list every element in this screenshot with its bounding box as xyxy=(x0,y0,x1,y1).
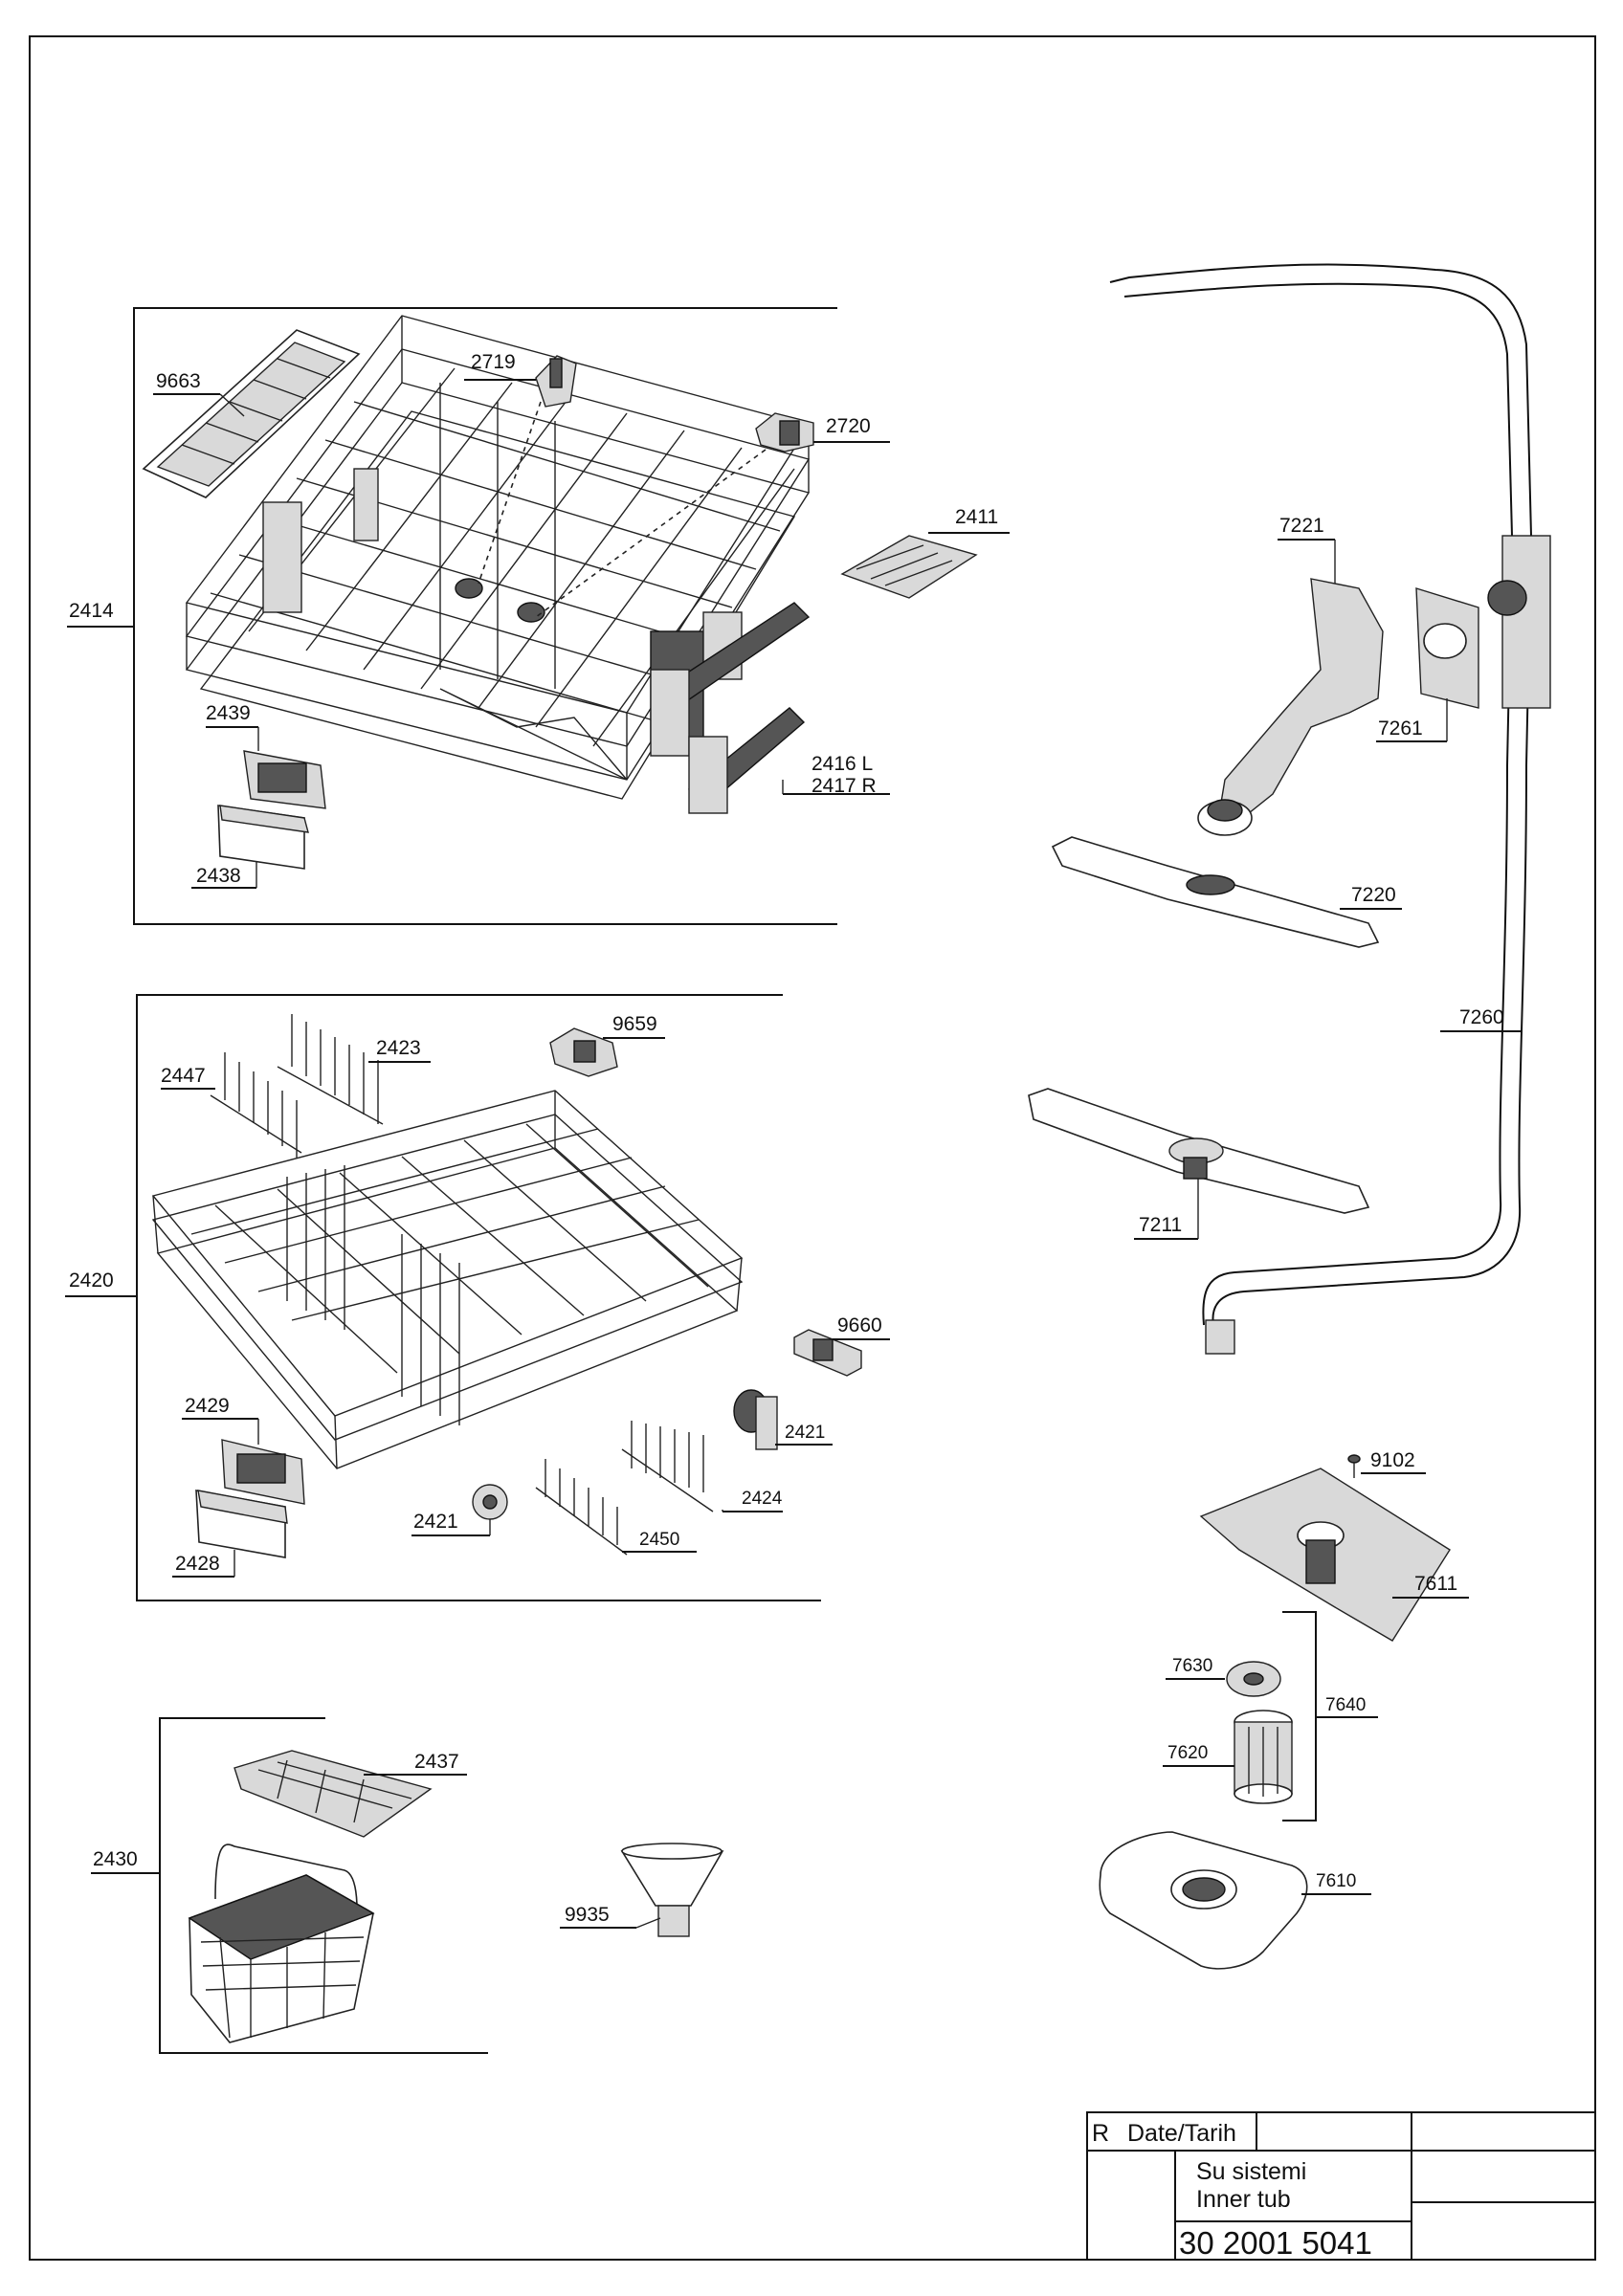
pipe-7260 xyxy=(1109,263,1551,1355)
label-7611: 7611 xyxy=(1414,1573,1457,1595)
funnel-9935 xyxy=(620,1843,724,1937)
tine-rack-2423 xyxy=(277,1014,384,1125)
label-2421-right: 2421 xyxy=(785,1423,825,1443)
cutlery-basket-group: 2430 2437 xyxy=(91,1717,724,2054)
rack-insert-2411 xyxy=(840,535,978,599)
label-9663: 9663 xyxy=(156,370,201,392)
date-label: Date/Tarih xyxy=(1127,2120,1236,2147)
part-9659 xyxy=(549,1027,618,1077)
label-2416: 2416 L xyxy=(812,753,873,775)
label-2719: 2719 xyxy=(471,351,516,373)
part-number: 30 2001 5041 xyxy=(1179,2225,1372,2261)
drawing-name-tr: Su sistemi xyxy=(1196,2158,1306,2185)
rails-2416-2417 xyxy=(650,602,811,814)
label-7640: 7640 xyxy=(1325,1695,1366,1715)
wheel-2421-right xyxy=(733,1389,778,1450)
group-bracket-2420 xyxy=(136,994,821,1601)
wheel-2421-bottom xyxy=(472,1484,508,1520)
lower-basket-group: 2420 xyxy=(65,994,890,1601)
drawing-frame xyxy=(29,35,1596,2261)
group-bracket-2430 xyxy=(159,1717,488,2054)
label-2417: 2417 R xyxy=(812,775,877,797)
label-7261: 7261 xyxy=(1378,718,1423,740)
title-block: R Date/Tarih Su sistemi Inner tub 30 200… xyxy=(1086,2111,1596,2261)
label-7211: 7211 xyxy=(1139,1214,1182,1236)
label-7620: 7620 xyxy=(1167,1743,1208,1763)
drawing-name-en: Inner tub xyxy=(1196,2186,1291,2213)
part-7261 xyxy=(1415,587,1479,709)
clip-2720 xyxy=(755,412,814,453)
sump-cover-7611 xyxy=(1199,1468,1451,1642)
label-9659: 9659 xyxy=(612,1013,657,1035)
tine-rack-2447 xyxy=(210,1052,302,1158)
arm-connector-7221 xyxy=(1197,578,1384,836)
label-2447: 2447 xyxy=(161,1065,206,1087)
label-7260: 7260 xyxy=(1459,1006,1504,1028)
label-2429: 2429 xyxy=(185,1395,230,1417)
holder-2439 xyxy=(243,750,326,809)
screw-9102 xyxy=(1347,1454,1361,1478)
tine-rack-2450 xyxy=(535,1459,628,1556)
label-2720: 2720 xyxy=(826,415,871,437)
label-2437: 2437 xyxy=(414,1751,459,1773)
label-9660: 9660 xyxy=(837,1314,882,1336)
filter-cap-7630 xyxy=(1226,1661,1281,1697)
label-2423: 2423 xyxy=(376,1037,421,1059)
label-7630: 7630 xyxy=(1172,1656,1212,1676)
label-9935: 9935 xyxy=(565,1904,610,1926)
tine-rack-2424 xyxy=(621,1421,714,1512)
label-2411: 2411 xyxy=(955,506,998,528)
holder-2438 xyxy=(217,805,309,870)
group-bracket-2414 xyxy=(133,307,837,925)
spray-arm-7220 xyxy=(1051,836,1380,948)
label-2438: 2438 xyxy=(196,865,241,887)
label-7610: 7610 xyxy=(1316,1871,1356,1891)
label-2414: 2414 xyxy=(69,600,114,622)
part-9660 xyxy=(793,1329,862,1377)
basket-lid-2437 xyxy=(233,1750,433,1838)
cutlery-tray-9663 xyxy=(142,329,361,498)
revision-label: R xyxy=(1092,2120,1109,2147)
cutlery-basket xyxy=(188,1843,375,2043)
label-2450: 2450 xyxy=(639,1530,679,1550)
upper-basket-group: 2414 9663 xyxy=(67,307,1010,925)
filter-7620 xyxy=(1234,1710,1293,1804)
label-9102: 9102 xyxy=(1370,1449,1415,1471)
label-2428: 2428 xyxy=(175,1553,220,1575)
holder-2428 xyxy=(195,1490,288,1558)
spray-arm-7211 xyxy=(1028,1088,1370,1214)
micro-filter-7610 xyxy=(1099,1831,1308,1970)
holder-2429 xyxy=(221,1439,305,1505)
clip-2719 xyxy=(535,355,577,408)
label-2424: 2424 xyxy=(742,1489,783,1509)
label-2430: 2430 xyxy=(93,1848,138,1870)
label-2421-bottom: 2421 xyxy=(413,1511,458,1533)
label-2439: 2439 xyxy=(206,702,251,724)
lower-wire-basket xyxy=(151,1090,744,1469)
label-2420: 2420 xyxy=(69,1269,114,1292)
label-7221: 7221 xyxy=(1279,515,1324,537)
water-system-group: 7260 7221 7261 7220 xyxy=(1028,263,1551,1970)
label-7220: 7220 xyxy=(1351,884,1396,906)
